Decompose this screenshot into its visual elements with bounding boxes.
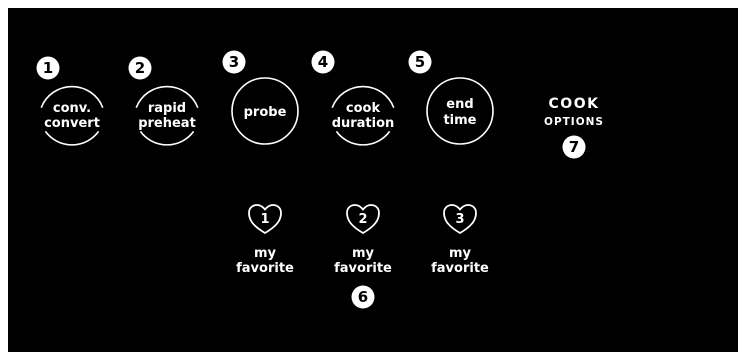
button-label-line1: conv.	[53, 101, 91, 116]
cook-options-title: COOK	[549, 96, 600, 112]
heart-icon	[248, 204, 282, 235]
svg-text:1: 1	[43, 59, 53, 77]
heart-icon	[346, 204, 380, 235]
favorites-callout: 6	[351, 285, 375, 309]
button-label-line2: convert	[44, 116, 100, 131]
cook-options-subtitle: OPTIONS	[544, 116, 604, 128]
control-panel: 1 conv. convert 2 rapid preheat 3 probe …	[8, 8, 738, 352]
cook-duration-button[interactable]: 4 cook duration	[311, 50, 395, 146]
callout-marker-4	[311, 50, 335, 74]
favorite-label-line1: my	[254, 246, 277, 261]
button-ring-bottom-arc	[139, 130, 195, 146]
button-ring-bottom-arc	[335, 130, 391, 146]
my-favorite-2-button[interactable]: 2 my favorite	[334, 204, 392, 276]
favorite-label-line1: my	[352, 246, 375, 261]
heart-icon	[443, 204, 477, 235]
button-ring-top-arc	[135, 85, 199, 108]
button-label: probe	[244, 105, 287, 120]
button-label-line2: duration	[332, 116, 395, 131]
callout-marker-1	[36, 56, 60, 80]
conv-convert-button[interactable]: 1 conv. convert	[36, 56, 104, 146]
callout-marker-7	[562, 135, 586, 159]
end-time-button[interactable]: 5 end time	[408, 50, 494, 145]
svg-text:4: 4	[318, 53, 328, 71]
favorite-label-line2: favorite	[431, 261, 489, 276]
probe-button[interactable]: 3 probe	[222, 50, 299, 145]
callout-marker-6	[351, 285, 375, 309]
svg-text:2: 2	[135, 59, 145, 77]
button-ring-top-arc	[331, 85, 395, 108]
button-label-line1: rapid	[148, 101, 186, 116]
callout-marker-2	[128, 56, 152, 80]
favorite-label-line2: favorite	[236, 261, 294, 276]
callout-marker-5	[408, 50, 432, 74]
button-label-line2: preheat	[138, 116, 196, 131]
favorite-label-line1: my	[449, 246, 472, 261]
button-label-line2: time	[443, 113, 476, 128]
svg-text:7: 7	[569, 138, 579, 156]
svg-text:6: 6	[358, 288, 368, 306]
favorite-number: 2	[358, 212, 367, 227]
button-ring-top-arc	[40, 85, 104, 108]
favorite-number: 3	[455, 212, 464, 227]
svg-text:5: 5	[415, 53, 425, 71]
my-favorite-1-button[interactable]: 1 my favorite	[236, 204, 294, 276]
button-label-line1: end	[446, 97, 473, 112]
button-label-line1: cook	[346, 101, 381, 116]
callout-marker-3	[222, 50, 246, 74]
rapid-preheat-button[interactable]: 2 rapid preheat	[128, 56, 199, 146]
button-ring	[231, 77, 299, 145]
button-ring-bottom-arc	[44, 130, 100, 146]
favorite-label-line2: favorite	[334, 261, 392, 276]
cook-options-button[interactable]: COOK OPTIONS 7	[544, 96, 604, 159]
button-ring	[426, 77, 494, 145]
svg-text:3: 3	[229, 53, 239, 71]
favorite-number: 1	[260, 212, 269, 227]
my-favorite-3-button[interactable]: 3 my favorite	[431, 204, 489, 276]
